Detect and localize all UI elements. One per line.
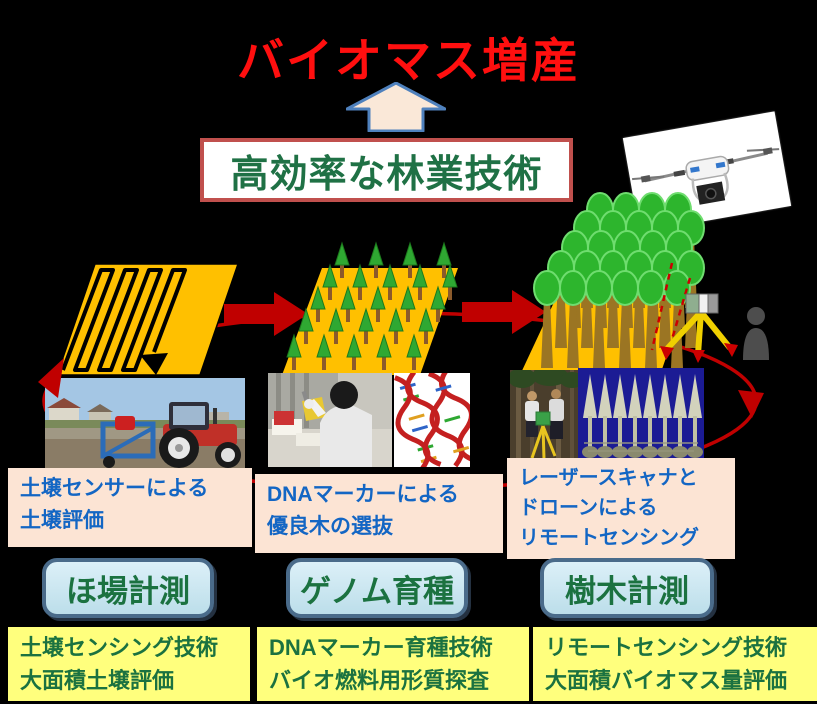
stage-field-measurement: ほ場計測 [42,558,214,618]
caption-dna-marker: DNAマーカーによる 優良木の選抜 [255,474,503,553]
laser-scanner-icon [660,293,738,363]
tech-line: リモートセンシング技術 [545,635,788,660]
caption-line: DNAマーカーによる [267,483,459,506]
tech-line: DNAマーカー育種技術 [269,635,493,660]
mature-forest-parallelogram [520,192,705,375]
plantation-field-parallelogram [282,242,458,375]
dna-helix-photo [394,373,470,467]
flow-arrow-2-icon [462,290,546,334]
tech-box-remote: リモートセンシング技術 大面積バイオマス量評価 [533,627,817,701]
dna-strand-icon [394,373,442,467]
caption-line: 土壌センサーによる [20,477,209,500]
goal-label: 高効率な林業技術 [230,153,543,196]
tech-line: バイオ燃料用形質探査 [269,668,490,693]
page-title: バイオマス増産 [237,34,580,87]
surveyor-icon [743,307,769,360]
dna-strand-icon [427,373,470,467]
laser-beam-icon [650,262,674,351]
soil-sensor-implement-icon [100,416,156,468]
goal-box: 高効率な林業技術 [200,138,573,202]
stage-label: 樹木計測 [565,573,689,609]
tech-line: 大面積バイオマス量評価 [545,668,788,693]
stage-genome-breeding: ゲノム育種 [286,558,468,618]
caption-line: 優良木の選抜 [267,514,393,538]
drone-photo [622,111,792,233]
stage-label: ほ場計測 [66,573,190,609]
tech-line: 土壌センシング技術 [20,635,219,660]
stage-label: ゲノム育種 [299,573,455,609]
lab-photo [268,373,392,467]
surveyor-people-icon [525,389,564,439]
tech-box-soil: 土壌センシング技術 大面積土壌評価 [8,627,250,701]
caption-remote-sensing: レーザースキャナと ドローンによる リモートセンシング [507,458,735,559]
tractor-photo [45,378,245,470]
tech-box-dna: DNAマーカー育種技術 バイオ燃料用形質探査 [257,627,529,701]
caption-line: 土壌評価 [20,508,104,532]
scanner-group [650,262,769,363]
tractor-icon [159,402,241,468]
forest-survey-photo [510,370,578,462]
laser-beam-icon [668,277,692,347]
survey-tripod-icon [530,411,557,460]
drone-icon [632,147,780,205]
caption-soil-sensing: 土壌センサーによる 土壌評価 [8,468,252,547]
caption-line: ドローンによる [519,497,658,519]
point-cloud-trees-icon [582,374,703,458]
lidar-scan-photo [578,368,704,460]
tech-line: 大面積土壌評価 [20,668,175,693]
researcher-icon [301,381,372,467]
caption-line: レーザースキャナと [519,467,698,489]
caption-line: リモートセンシング [519,527,699,549]
survey-path-icon [61,268,187,372]
flow-arrow-1-icon [224,292,308,336]
stage-tree-measurement: 樹木計測 [540,558,714,618]
up-arrow-icon [346,82,446,132]
survey-arrowhead-icon [140,353,168,375]
field-survey-parallelogram [55,263,240,376]
